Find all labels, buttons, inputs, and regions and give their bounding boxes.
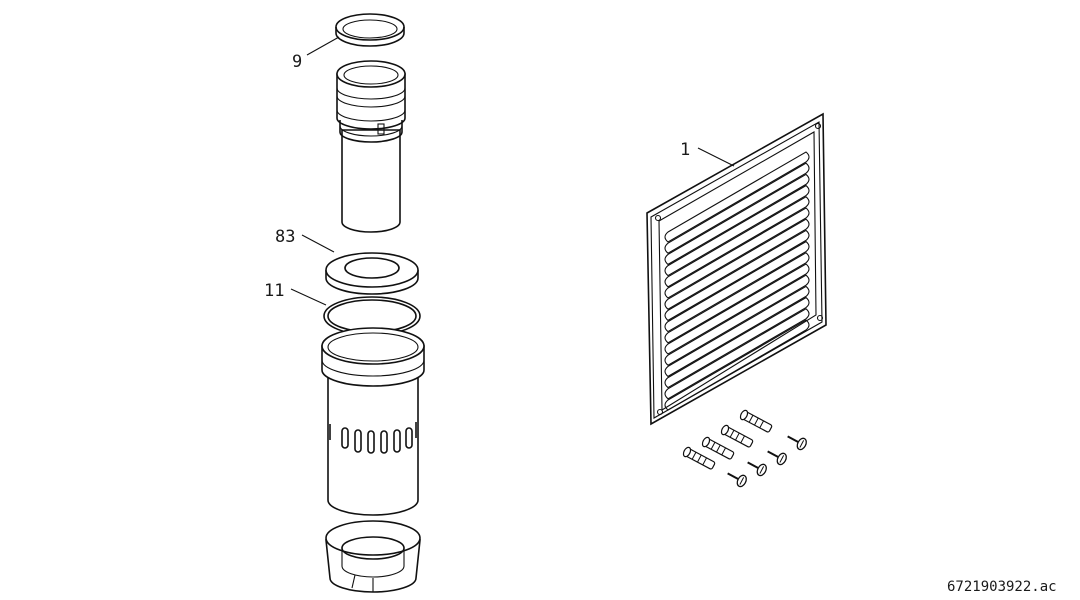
screw	[727, 472, 747, 488]
wall-plug	[720, 424, 754, 448]
wall-plug	[682, 446, 716, 470]
louvre-blade	[664, 173, 810, 266]
louvre-blade	[664, 319, 810, 411]
louvre-blade	[664, 263, 810, 355]
upper-flue-pipe	[336, 60, 406, 233]
louvre-blade	[664, 151, 810, 243]
louvre-blade	[664, 196, 810, 288]
screw	[747, 461, 767, 477]
louvre-blade	[664, 308, 810, 400]
louvre-blade	[664, 252, 810, 344]
callout-1: 1	[680, 140, 690, 160]
louvred-grille-1	[646, 112, 827, 426]
seal-ring-9	[335, 13, 405, 47]
fixing-kit	[682, 409, 807, 488]
screw	[787, 435, 807, 451]
louvre-blade	[664, 229, 810, 322]
louvre-blade	[664, 296, 810, 389]
louvre-blade	[664, 274, 810, 366]
callout-11: 11	[264, 281, 284, 301]
louvre-blade	[664, 218, 810, 310]
louvre-blades	[664, 151, 810, 411]
callout-9: 9	[292, 52, 302, 72]
wall-plug	[739, 409, 773, 433]
louvre-blade	[664, 285, 810, 378]
bottom-cap	[325, 520, 421, 593]
callout-83: 83	[275, 227, 295, 247]
wall-plug	[701, 436, 735, 460]
vent-slots	[329, 422, 417, 454]
louvre-blade	[664, 240, 810, 333]
lower-terminal-pipe	[321, 327, 425, 516]
document-id: 6721903922.ac	[947, 579, 1057, 595]
louvre-blade	[664, 162, 810, 254]
screw	[767, 450, 787, 466]
collar-83	[325, 252, 419, 295]
leader-lines	[290, 36, 735, 306]
louvre-blade	[664, 207, 810, 299]
louvre-blade	[664, 184, 810, 277]
